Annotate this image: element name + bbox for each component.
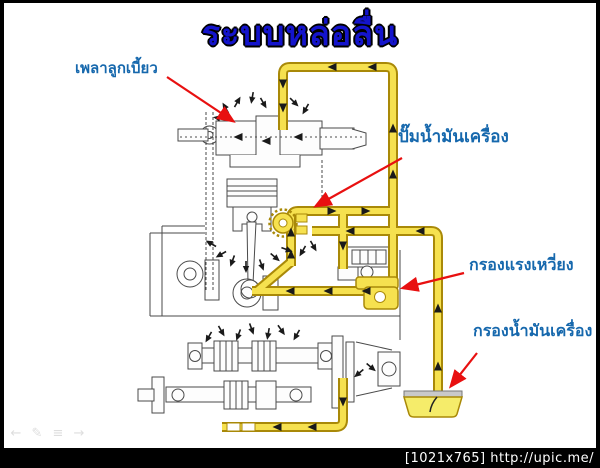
- watermark-text: [1021x765] http://upic.me/: [404, 450, 594, 466]
- frame-right-edge: [596, 0, 600, 468]
- label-oil-pump: ปั๊มน้ำมันเครื่อง: [398, 127, 509, 147]
- oil-filter-pointer-arrow: [448, 352, 478, 389]
- page-title: ระบบหล่อลื่น: [201, 14, 399, 54]
- centrifugal-filter-pointer-arrow: [399, 271, 465, 292]
- label-camshaft: เพลาลูกเบี้ยว: [75, 59, 158, 77]
- pen-icon[interactable]: ✎: [31, 426, 43, 441]
- forward-arrow-icon[interactable]: →: [73, 426, 85, 441]
- label-centrifugal-filter: กรองแรงเหวี่ยง: [469, 255, 574, 274]
- engine-block: [149, 160, 401, 340]
- frame-top-edge: [0, 0, 600, 3]
- watermark-bar: [1021x765] http://upic.me/: [0, 448, 600, 468]
- back-arrow-icon[interactable]: ←: [10, 426, 22, 441]
- oil-pan-strainer: [402, 390, 464, 418]
- oil-circuit: [222, 62, 464, 432]
- frame-left-edge: [0, 0, 4, 468]
- centrifugal-filter: [355, 276, 399, 310]
- oil-pump: [268, 208, 308, 238]
- transmission: [137, 335, 401, 414]
- menu-icon[interactable]: ≡: [52, 426, 64, 441]
- presenter-controls: ← ✎ ≡ →: [9, 427, 86, 441]
- label-oil-filter: กรองน้ำมันเครื่อง: [473, 321, 593, 340]
- oil-pump-pointer-arrow: [313, 157, 403, 208]
- piston-assembly: [226, 178, 278, 299]
- camshaft-pointer-arrow: [166, 76, 236, 123]
- callout-arrows: [166, 76, 478, 389]
- engine-line-art: [137, 112, 401, 414]
